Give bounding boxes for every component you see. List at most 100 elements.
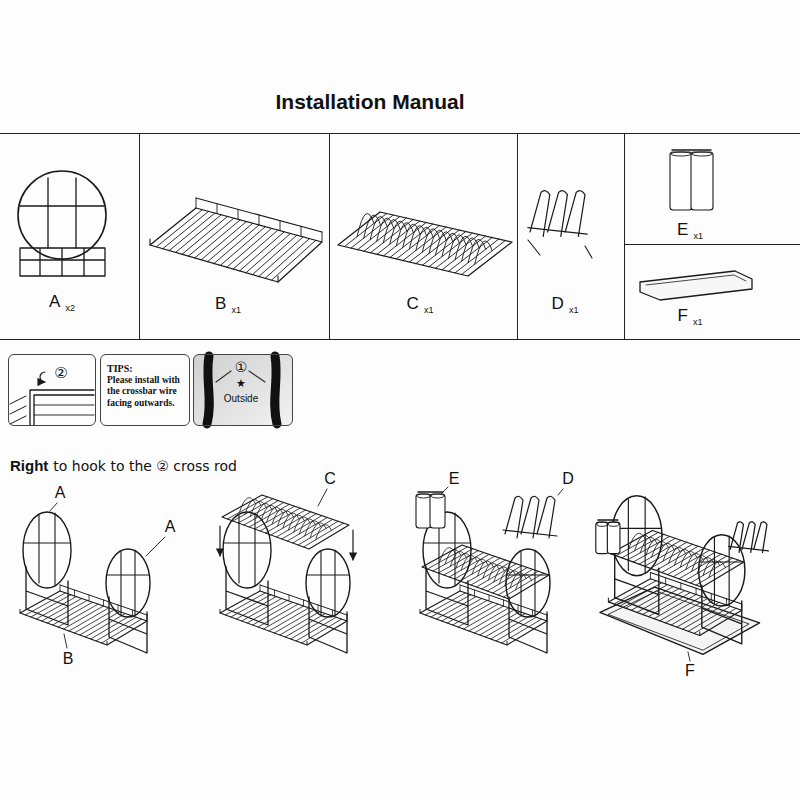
rack-wire: [438, 551, 478, 573]
rack-wire: [287, 518, 327, 542]
rack-wire: [416, 230, 459, 264]
rack-wire: [302, 619, 342, 643]
assembly-step: [220, 512, 350, 653]
rack-prong: [709, 561, 726, 577]
instruction-emphasis: Right: [10, 457, 48, 474]
rack-hook: [507, 641, 508, 645]
part-letter: A: [165, 518, 176, 536]
cup-rim: [597, 522, 608, 526]
rack-rail-post: [196, 198, 197, 208]
rack-wire: [231, 595, 271, 617]
rack-wire: [64, 606, 104, 629]
frame-tube: [275, 356, 277, 424]
rack-prong: [468, 239, 486, 262]
assembly-step: [20, 512, 150, 653]
rack-wire: [447, 600, 487, 623]
rack-wire: [662, 548, 704, 572]
rack-wire: [249, 504, 289, 527]
rack-wire: [469, 608, 509, 631]
rack-wire: [614, 581, 656, 604]
rack-wire: [58, 604, 98, 627]
rack-wire: [425, 593, 465, 615]
photo-ground: [193, 354, 293, 426]
rack-hook: [20, 609, 21, 613]
rack-frame: [150, 208, 322, 282]
part-quantity: x1: [231, 305, 241, 315]
rack-rail: [196, 198, 322, 232]
part-letter: E: [677, 220, 688, 239]
rack-wire: [31, 595, 71, 617]
part-label: Cx1: [407, 294, 434, 315]
rack-hook: [699, 632, 700, 636]
side-frame-leg: [20, 248, 105, 276]
rack-rail-post: [532, 610, 533, 616]
rack-wire: [253, 602, 293, 625]
part-label: Ax2: [49, 292, 75, 313]
rack-wire: [485, 614, 525, 638]
rack-wire: [91, 615, 131, 639]
rack-wire: [201, 222, 246, 260]
part-letter: C: [324, 470, 336, 488]
part-letter: A: [49, 292, 60, 311]
side-frame-leg: [109, 597, 147, 653]
rack-wire: [36, 597, 76, 619]
rack-wire: [34, 405, 94, 415]
rack-rail-post: [474, 590, 475, 596]
rack-wire: [496, 617, 536, 641]
rack-wire: [304, 523, 344, 547]
cup-rim: [692, 152, 712, 156]
rack-wire: [384, 223, 427, 256]
rack-wire: [464, 606, 504, 629]
rack-wire: [620, 583, 662, 606]
rack-wire: [214, 225, 259, 264]
rack-rail-post: [303, 600, 304, 606]
rack-rail: [260, 585, 347, 615]
rack-wire: [10, 396, 26, 424]
rack-wire: [272, 240, 316, 280]
part-letter: D: [552, 294, 564, 313]
frame-tube: [207, 356, 209, 424]
insert-arrow: [352, 530, 353, 560]
rack-rail-post: [60, 585, 61, 591]
part-quantity: x1: [569, 305, 579, 315]
rack-wire: [345, 214, 387, 247]
rack-wire: [423, 232, 466, 266]
part-label: Bx1: [215, 294, 241, 315]
rack-wire: [47, 600, 87, 623]
part-cell: Fx1: [625, 245, 800, 340]
rack-wire: [358, 217, 400, 250]
rack-rail-post: [280, 221, 281, 231]
rack-wire: [266, 510, 306, 533]
rack-wire: [631, 587, 673, 611]
rack-wire: [236, 597, 276, 619]
rack-rail-post: [696, 588, 697, 594]
rack-rail-post: [680, 583, 681, 589]
rack-wire: [471, 562, 511, 585]
rack-wire: [628, 536, 670, 559]
rack-wire: [449, 554, 489, 577]
callout-number: ②: [54, 365, 67, 382]
part-cell: Bx1: [140, 133, 330, 340]
rack-wire: [53, 602, 93, 625]
cup-rim: [671, 152, 691, 156]
rack-wire: [673, 552, 715, 577]
rack-rail-post: [289, 595, 290, 601]
part-quantity: x1: [693, 317, 703, 327]
rack-wire: [169, 213, 215, 250]
rack-wire: [69, 608, 109, 631]
rack-wire: [616, 532, 658, 555]
rack-wire: [298, 521, 338, 545]
rack-wire: [626, 585, 668, 608]
tip-note: Please install with the crossbar wire fa…: [107, 375, 184, 409]
rack-wire: [482, 566, 522, 589]
rack-wire: [264, 606, 304, 629]
rack-rail-post: [332, 610, 333, 616]
rack-frame: [422, 545, 549, 599]
rack-wire: [442, 599, 482, 622]
rack-wire: [195, 220, 240, 258]
rack-wire: [648, 593, 690, 617]
tip-illustrations: [10, 354, 293, 426]
rack-hook: [608, 598, 609, 602]
rack-rail-post: [518, 605, 519, 611]
